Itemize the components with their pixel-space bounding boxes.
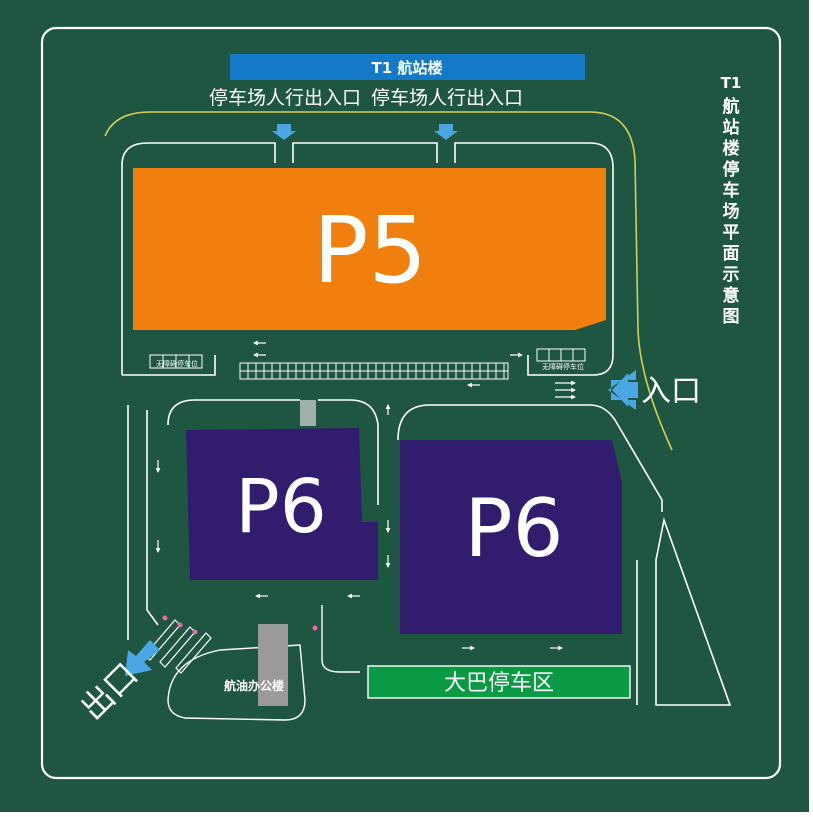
vertical-title-char: 车 bbox=[723, 180, 740, 201]
vertical-title-char: 平 bbox=[723, 223, 740, 243]
pedestrian-exit-label-1: 停车场人行出入口 bbox=[209, 87, 361, 109]
accessible-parking-left bbox=[149, 354, 203, 369]
white-margin-right bbox=[809, 0, 813, 817]
pedestrian-arrow-icon-1 bbox=[272, 124, 296, 140]
entrance-arrow-shape bbox=[612, 373, 638, 407]
gate-markers bbox=[162, 615, 318, 635]
middle-parking-strip bbox=[239, 362, 509, 380]
exit-arrow-icon bbox=[125, 640, 160, 676]
bus-parking-label: 大巴停车区 bbox=[444, 671, 554, 696]
left-road bbox=[127, 405, 159, 640]
vertical-title-char: 航 bbox=[723, 96, 740, 117]
curb-line bbox=[104, 111, 673, 451]
vertical-title-char: 停 bbox=[723, 159, 740, 180]
accessible-parking-right bbox=[536, 348, 586, 362]
pedestrian-exit-label-2: 停车场人行出入口 bbox=[371, 87, 523, 109]
traffic-arrows-p5 bbox=[253, 340, 576, 400]
lot-p5-label: P5 bbox=[313, 197, 427, 304]
lot-p6-west-label: P6 bbox=[235, 464, 327, 550]
office-building bbox=[258, 624, 288, 706]
vertical-title-char: 楼 bbox=[723, 138, 740, 159]
vertical-title-char: 意 bbox=[723, 285, 740, 306]
right-road bbox=[636, 517, 732, 706]
vertical-title-char: 站 bbox=[723, 117, 740, 138]
lot-p6-east-label: P6 bbox=[464, 482, 563, 575]
pedestrian-arrow-icon-2 bbox=[434, 124, 458, 140]
vertical-title-char: 图 bbox=[723, 307, 740, 327]
accessible-parking-label-left: 无障碍停车位 bbox=[156, 359, 198, 368]
terminal-bar bbox=[230, 54, 585, 80]
traffic-arrows-p6 bbox=[155, 404, 563, 651]
vertical-title-char: 面 bbox=[723, 244, 740, 264]
p5-outline bbox=[121, 142, 614, 376]
office-label: 航油办公楼 bbox=[224, 678, 284, 693]
accessible-parking-label-right: 无障碍停车位 bbox=[542, 362, 584, 371]
bus-parking-zone bbox=[367, 665, 631, 699]
p6-east-outline bbox=[397, 404, 663, 512]
entrance-arrow-icon bbox=[608, 370, 636, 410]
vertical-title-char: 场 bbox=[723, 202, 740, 222]
entrance-label: 入口 bbox=[641, 374, 701, 409]
lot-p5 bbox=[133, 168, 606, 330]
office-outline bbox=[167, 644, 306, 721]
vertical-title-line1: T1 bbox=[721, 74, 742, 92]
lot-p6-east bbox=[400, 440, 622, 634]
p6-west-outline bbox=[167, 399, 379, 505]
vertical-title-char: 示 bbox=[723, 265, 740, 285]
terminal-label: T1 航站楼 bbox=[372, 59, 443, 77]
map-frame bbox=[40, 26, 782, 780]
bus-zone-outline bbox=[321, 605, 360, 673]
lot-p6-west bbox=[186, 428, 378, 580]
white-margin-bottom bbox=[0, 812, 813, 817]
p6-west-ramp bbox=[300, 400, 316, 426]
